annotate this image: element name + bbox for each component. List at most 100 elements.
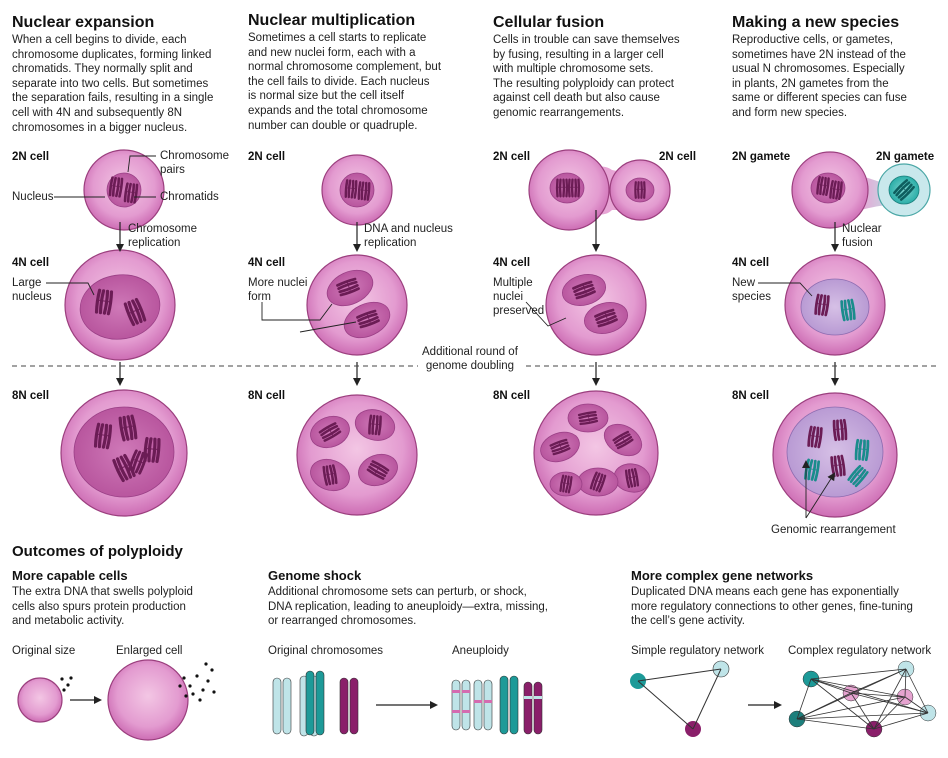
chromatid [305, 670, 315, 736]
multiplication-body: Sometimes a cell starts to replicate and… [248, 32, 442, 132]
chromatid [816, 176, 821, 195]
centromere [620, 434, 627, 445]
large-nucleus-callout: Large nucleus [12, 277, 52, 304]
chromatid [630, 468, 637, 488]
protein-dot [184, 694, 188, 698]
centromere [110, 184, 122, 188]
chromosome-pair [816, 176, 830, 196]
chromatid [592, 472, 601, 491]
chromatid [840, 454, 846, 476]
chromatid [822, 176, 827, 196]
chromatid [843, 299, 849, 321]
chromatid [363, 181, 368, 201]
chromosome-pair [577, 410, 599, 426]
chromatid [369, 462, 388, 475]
chromatid [838, 181, 843, 200]
chromosome-pair [368, 414, 382, 436]
multiplication-4n-cell [306, 254, 408, 356]
multiplication-4n-label: 4N cell [248, 257, 286, 269]
chromosome-pair [143, 436, 161, 464]
chromatid [589, 471, 598, 490]
chromatid [349, 677, 359, 735]
chromatid [552, 447, 571, 456]
band [462, 710, 470, 713]
chromatid [360, 181, 365, 201]
chromatid [810, 459, 817, 481]
aneuploid-chromosome [451, 679, 471, 731]
chromatid [807, 425, 813, 447]
fusion-nucleus-g [577, 467, 619, 497]
chromatid [509, 675, 519, 735]
chromatid [835, 180, 840, 200]
chromatid [130, 414, 138, 440]
protein-dot [204, 662, 208, 666]
chromatid [338, 284, 359, 294]
simple-network-label: Simple regulatory network [631, 645, 764, 657]
chromosome-pair-teal [840, 298, 856, 322]
species-4n-nucleus [800, 278, 870, 336]
chromatid [549, 438, 568, 447]
band [534, 696, 542, 699]
chromosome-pair [612, 430, 634, 450]
original-chromosomes-label: Original chromosomes [268, 645, 384, 657]
chromosome-pair [123, 297, 147, 327]
chromatid [350, 179, 355, 199]
chromatid [810, 426, 816, 448]
multiplication-nucleus-f [358, 453, 398, 487]
fusion-2n-right-label: 2N cell [659, 151, 697, 163]
fusion-nucleus-e [540, 431, 580, 463]
chromatid [577, 410, 597, 417]
network-edge [904, 668, 907, 698]
chromatid [134, 297, 147, 322]
chromosome-pair [567, 178, 581, 198]
centromere [558, 441, 563, 452]
network-edge [873, 696, 906, 730]
chromatid [819, 176, 824, 196]
network-edge [637, 680, 694, 730]
chromatid [852, 469, 867, 486]
chromosome-pair [322, 464, 338, 486]
chromatid [115, 177, 121, 198]
protein-dot [195, 674, 199, 678]
chromosome-pair-teal [854, 438, 870, 462]
genome-doubling-note: Additional round of genome doubling [418, 345, 522, 374]
chromatid [559, 474, 565, 492]
chromatid [94, 288, 102, 314]
chromatid [814, 460, 821, 482]
chromatid [118, 416, 126, 442]
chromatid [357, 312, 378, 322]
chromatid [575, 290, 596, 300]
centromere [346, 280, 352, 293]
protein-dot [210, 668, 214, 672]
network-edge [637, 668, 722, 682]
nuclear-fusion-step: Nuclear fusion [842, 223, 882, 250]
protein-dot [69, 676, 73, 680]
fusion-nucleus-h [549, 471, 583, 497]
chromatid [119, 455, 133, 479]
chromatid [616, 438, 634, 450]
network-edge [796, 696, 906, 720]
centromere [116, 463, 131, 471]
chromosome-pair [572, 280, 596, 300]
chromatid [551, 444, 570, 453]
chromatid [115, 457, 129, 481]
band [462, 690, 470, 693]
chromatid [368, 465, 387, 478]
centromere [327, 426, 334, 437]
band [452, 710, 460, 713]
chromatid [123, 302, 136, 327]
protein-dot [206, 679, 210, 683]
centromere [809, 434, 822, 438]
nucleus-callout: Nucleus [12, 191, 54, 203]
capable-body: The extra DNA that swells polyploid cell… [12, 586, 193, 628]
fusion-body: Cells in trouble can save themselves by … [493, 34, 680, 119]
centromere [817, 184, 829, 187]
chromatid [131, 450, 142, 473]
chromatid [473, 679, 483, 731]
chromatid [814, 426, 820, 448]
centromere [358, 189, 370, 192]
chromatid [821, 294, 827, 316]
band [524, 696, 532, 699]
expansion-body: When a cell begins to divide, each chrom… [12, 34, 214, 134]
